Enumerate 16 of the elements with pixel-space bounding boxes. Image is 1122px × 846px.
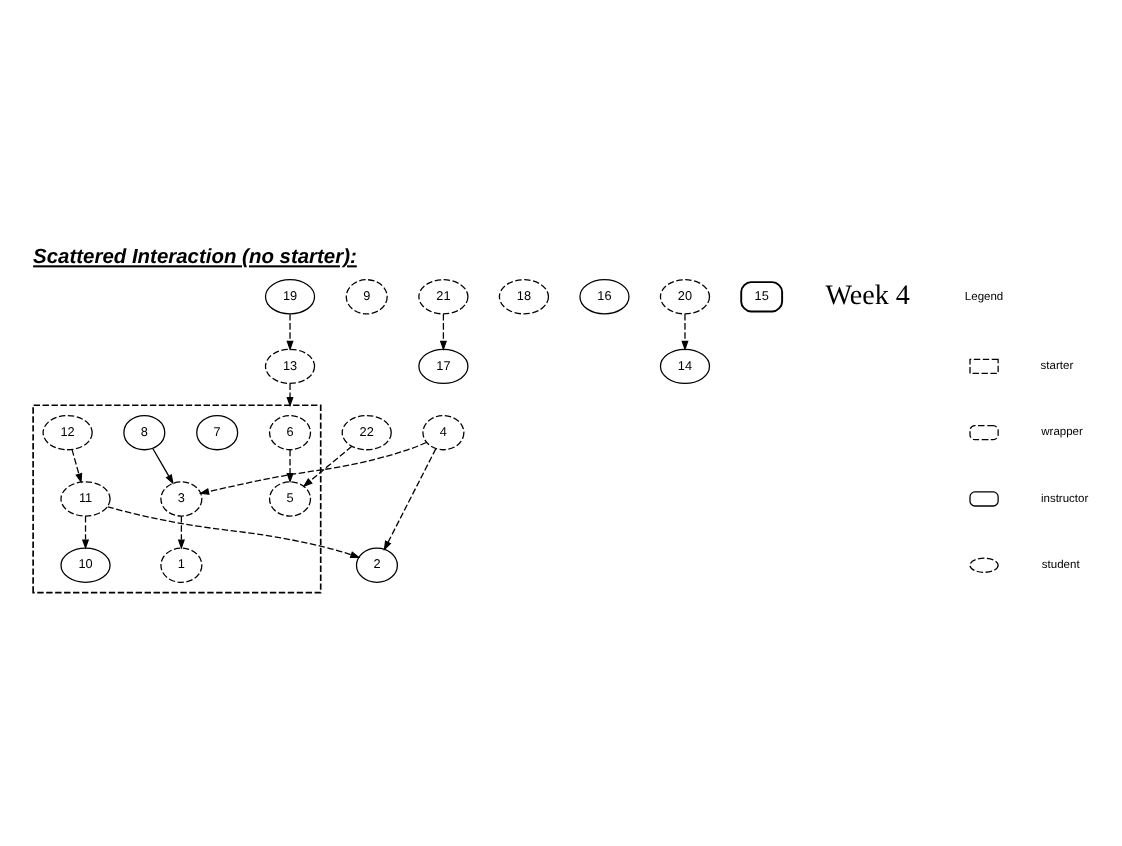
cluster (32, 404, 322, 594)
arrow (198, 441, 427, 495)
arrow (107, 506, 361, 559)
diagram-title: Scattered Interaction (no starter): (33, 247, 357, 270)
arrow (439, 313, 447, 351)
arrow (71, 449, 83, 484)
arrow (286, 383, 294, 408)
arrow (302, 445, 353, 488)
label: Week 4 (825, 279, 910, 312)
arrow (383, 448, 437, 551)
arrow (681, 313, 689, 351)
arrow (177, 515, 185, 550)
arrow (152, 448, 174, 485)
arrow (81, 515, 90, 550)
arrow (286, 449, 294, 484)
arrow (286, 313, 294, 351)
